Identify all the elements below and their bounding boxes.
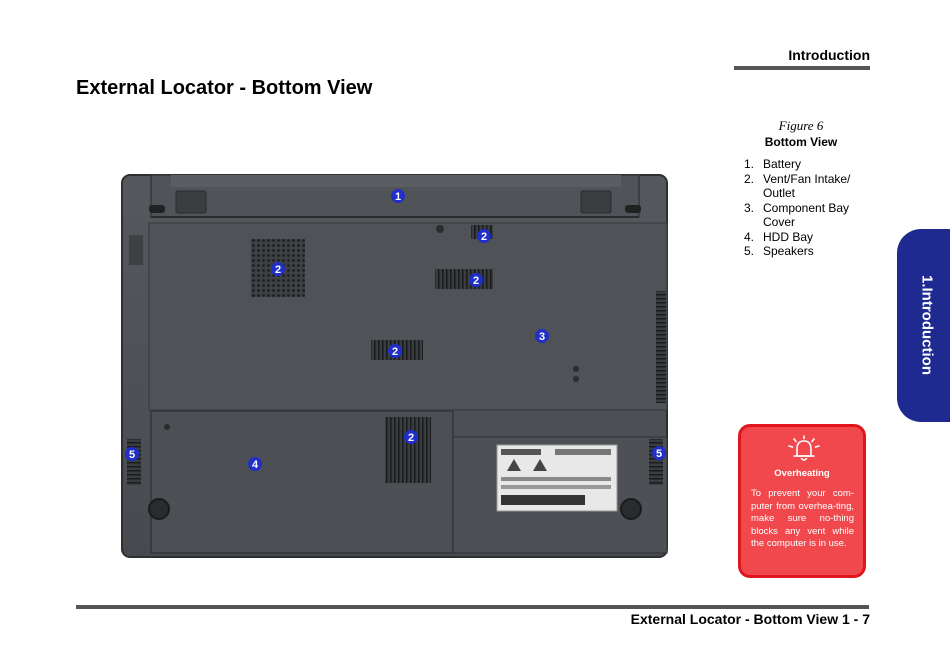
svg-text:2: 2	[408, 432, 414, 444]
svg-text:2: 2	[392, 346, 398, 358]
figure-title: Bottom View	[764, 135, 838, 149]
callout-vent: 2	[469, 273, 483, 287]
svg-text:5: 5	[129, 449, 135, 461]
legend-item: 1.Battery	[744, 157, 802, 171]
callout-speaker: 5	[652, 446, 666, 460]
chapter-side-tab[interactable]: 1.Introduction	[897, 229, 950, 422]
figure-legend: 1.Battery 2.Vent/Fan Intake/ Outlet 3.Co…	[744, 157, 864, 259]
callout-vent: 2	[404, 430, 418, 444]
header-rule	[734, 66, 870, 70]
svg-text:1: 1	[395, 191, 401, 203]
page-title: External Locator - Bottom View	[76, 77, 373, 99]
footer-page-label: External Locator - Bottom View 1 - 7	[630, 611, 870, 627]
svg-text:2: 2	[275, 264, 281, 276]
figure-number: Figure 6	[778, 118, 824, 133]
callout-battery: 1	[391, 189, 405, 203]
chapter-tab-label: 1.Introduction	[918, 275, 936, 375]
svg-text:2: 2	[473, 275, 479, 287]
callout-vent: 2	[477, 229, 491, 243]
legend-item: 3.Component Bay Cover	[744, 200, 850, 230]
callout-vent: 2	[388, 344, 402, 358]
svg-text:5: 5	[656, 448, 662, 460]
legend-item: 4.HDD Bay	[744, 229, 814, 244]
callout-vent: 2	[271, 262, 285, 276]
legend-item: 2.Vent/Fan Intake/ Outlet	[744, 171, 851, 201]
svg-text:2: 2	[481, 231, 487, 243]
alarm-bell-icon	[788, 435, 820, 461]
svg-text:4: 4	[252, 459, 259, 471]
footer-rule	[76, 605, 869, 609]
warning-title: Overheating	[774, 468, 830, 479]
overheating-warning-box: Overheating To prevent your com-puter fr…	[738, 424, 866, 578]
svg-text:3: 3	[539, 331, 545, 343]
callout-component-bay: 3	[535, 329, 549, 343]
header-section-title: Introduction	[788, 47, 870, 63]
legend-item: 5.Speakers	[744, 244, 814, 258]
laptop-bottom-photo: 1 2 2 2 2 2 3 4 5 5	[121, 174, 668, 558]
callout-speaker: 5	[125, 447, 139, 461]
callout-hdd-bay: 4	[248, 457, 262, 471]
warning-body: To prevent your com-puter from overhea-t…	[751, 488, 854, 550]
figure-caption: Figure 6 Bottom View	[745, 118, 857, 149]
